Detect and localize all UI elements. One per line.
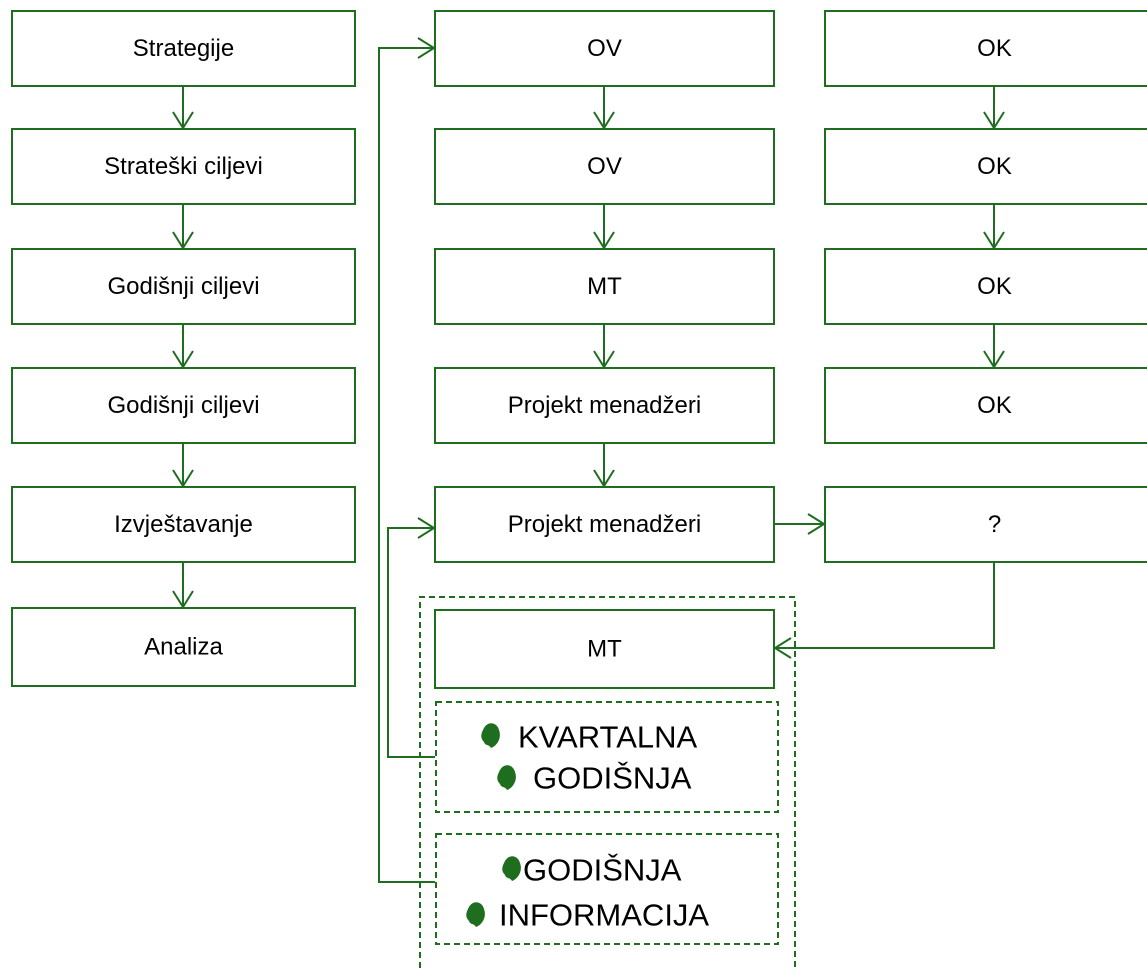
leaf-bullet-icon: [502, 856, 521, 881]
reports-box-2-item-2: INFORMACIJA: [499, 898, 709, 933]
reports-box-2: GODIŠNJA INFORMACIJA: [435, 833, 779, 945]
reports-box-1: KVARTALNA GODIŠNJA: [435, 701, 779, 813]
node-strateski-ciljevi: Strateški ciljevi: [11, 128, 356, 205]
node-ok-1-label: OK: [977, 35, 1012, 62]
node-ov-1-label: OV: [587, 35, 622, 62]
node-analiza: Analiza: [11, 607, 356, 687]
reporting-group: MT KVARTALNA GODIŠNJA GODIŠNJA INFORMA: [419, 596, 796, 968]
leaf-bullet-icon: [497, 765, 516, 790]
reports-box-1-item-1: KVARTALNA: [518, 720, 697, 755]
middle-arrow-1: [593, 86, 615, 130]
node-projekt-menadzeri-2: Projekt menadžeri: [434, 486, 775, 563]
reporting-group-outline: [419, 596, 796, 968]
node-mt-2: MT: [434, 609, 775, 689]
node-ok-2-label: OK: [977, 153, 1012, 180]
node-ov-2: OV: [434, 128, 775, 205]
right-arrow-1: [983, 86, 1005, 130]
middle-arrow-3: [593, 324, 615, 369]
middle-arrow-2: [593, 204, 615, 250]
leaf-bullet-icon: [481, 723, 500, 748]
leaf-bullet-icon: [466, 902, 485, 927]
middle-column: OV OV MT Projekt menadžeri Projekt menad…: [434, 10, 775, 563]
node-godisnji-ciljevi-2-label: Godišnji ciljevi: [107, 392, 259, 419]
left-arrow-1: [172, 86, 194, 130]
reports-box-1-item-2: GODIŠNJA: [533, 761, 692, 796]
node-mt-1-label: MT: [587, 273, 622, 300]
node-projekt-menadzeri-1-label: Projekt menadžeri: [508, 392, 701, 419]
middle-arrow-4: [593, 443, 615, 488]
node-ov-1: OV: [434, 10, 775, 87]
reports-box-2-outline: [435, 833, 779, 945]
node-strateski-ciljevi-label: Strateški ciljevi: [104, 153, 263, 180]
node-projekt-menadzeri-2-label: Projekt menadžeri: [508, 511, 701, 538]
right-arrow-2: [983, 204, 1005, 250]
node-mt-1: MT: [434, 248, 775, 325]
left-arrow-3: [172, 324, 194, 369]
left-column: Strategije Strateški ciljevi Godišnji ci…: [11, 10, 356, 687]
node-ok-4-label: OK: [977, 392, 1012, 419]
reports-box-2-item-1: GODIŠNJA: [523, 853, 682, 888]
node-ok-4: OK: [824, 367, 1147, 444]
right-column: OK OK OK OK ?: [824, 10, 1147, 563]
node-ok-1: OK: [824, 10, 1147, 87]
arrow-question-to-mt: [773, 562, 995, 659]
left-arrow-2: [172, 204, 194, 250]
reports-box-1-outline: [435, 701, 779, 813]
node-strategije-label: Strategije: [133, 35, 234, 62]
node-question-label: ?: [988, 511, 1001, 538]
node-projekt-menadzeri-1: Projekt menadžeri: [434, 367, 775, 444]
node-mt-2-label: MT: [587, 636, 622, 663]
arrow-pm-to-question: [774, 513, 826, 535]
node-ok-3: OK: [824, 248, 1147, 325]
node-godisnji-ciljevi-1: Godišnji ciljevi: [11, 248, 356, 325]
node-izvjestavanje-label: Izvještavanje: [114, 511, 253, 538]
node-ov-2-label: OV: [587, 153, 622, 180]
node-ok-2: OK: [824, 128, 1147, 205]
node-analiza-label: Analiza: [144, 634, 223, 661]
arrow-feedback-to-ov: [378, 37, 436, 883]
arrow-feedback-to-pm: [387, 517, 436, 758]
node-question: ?: [824, 486, 1147, 563]
left-arrow-4: [172, 443, 194, 488]
node-izvjestavanje: Izvještavanje: [11, 486, 356, 563]
node-strategije: Strategije: [11, 10, 356, 87]
left-arrow-5: [172, 562, 194, 609]
node-ok-3-label: OK: [977, 273, 1012, 300]
node-godisnji-ciljevi-1-label: Godišnji ciljevi: [107, 273, 259, 300]
right-arrow-3: [983, 324, 1005, 369]
node-godisnji-ciljevi-2: Godišnji ciljevi: [11, 367, 356, 444]
